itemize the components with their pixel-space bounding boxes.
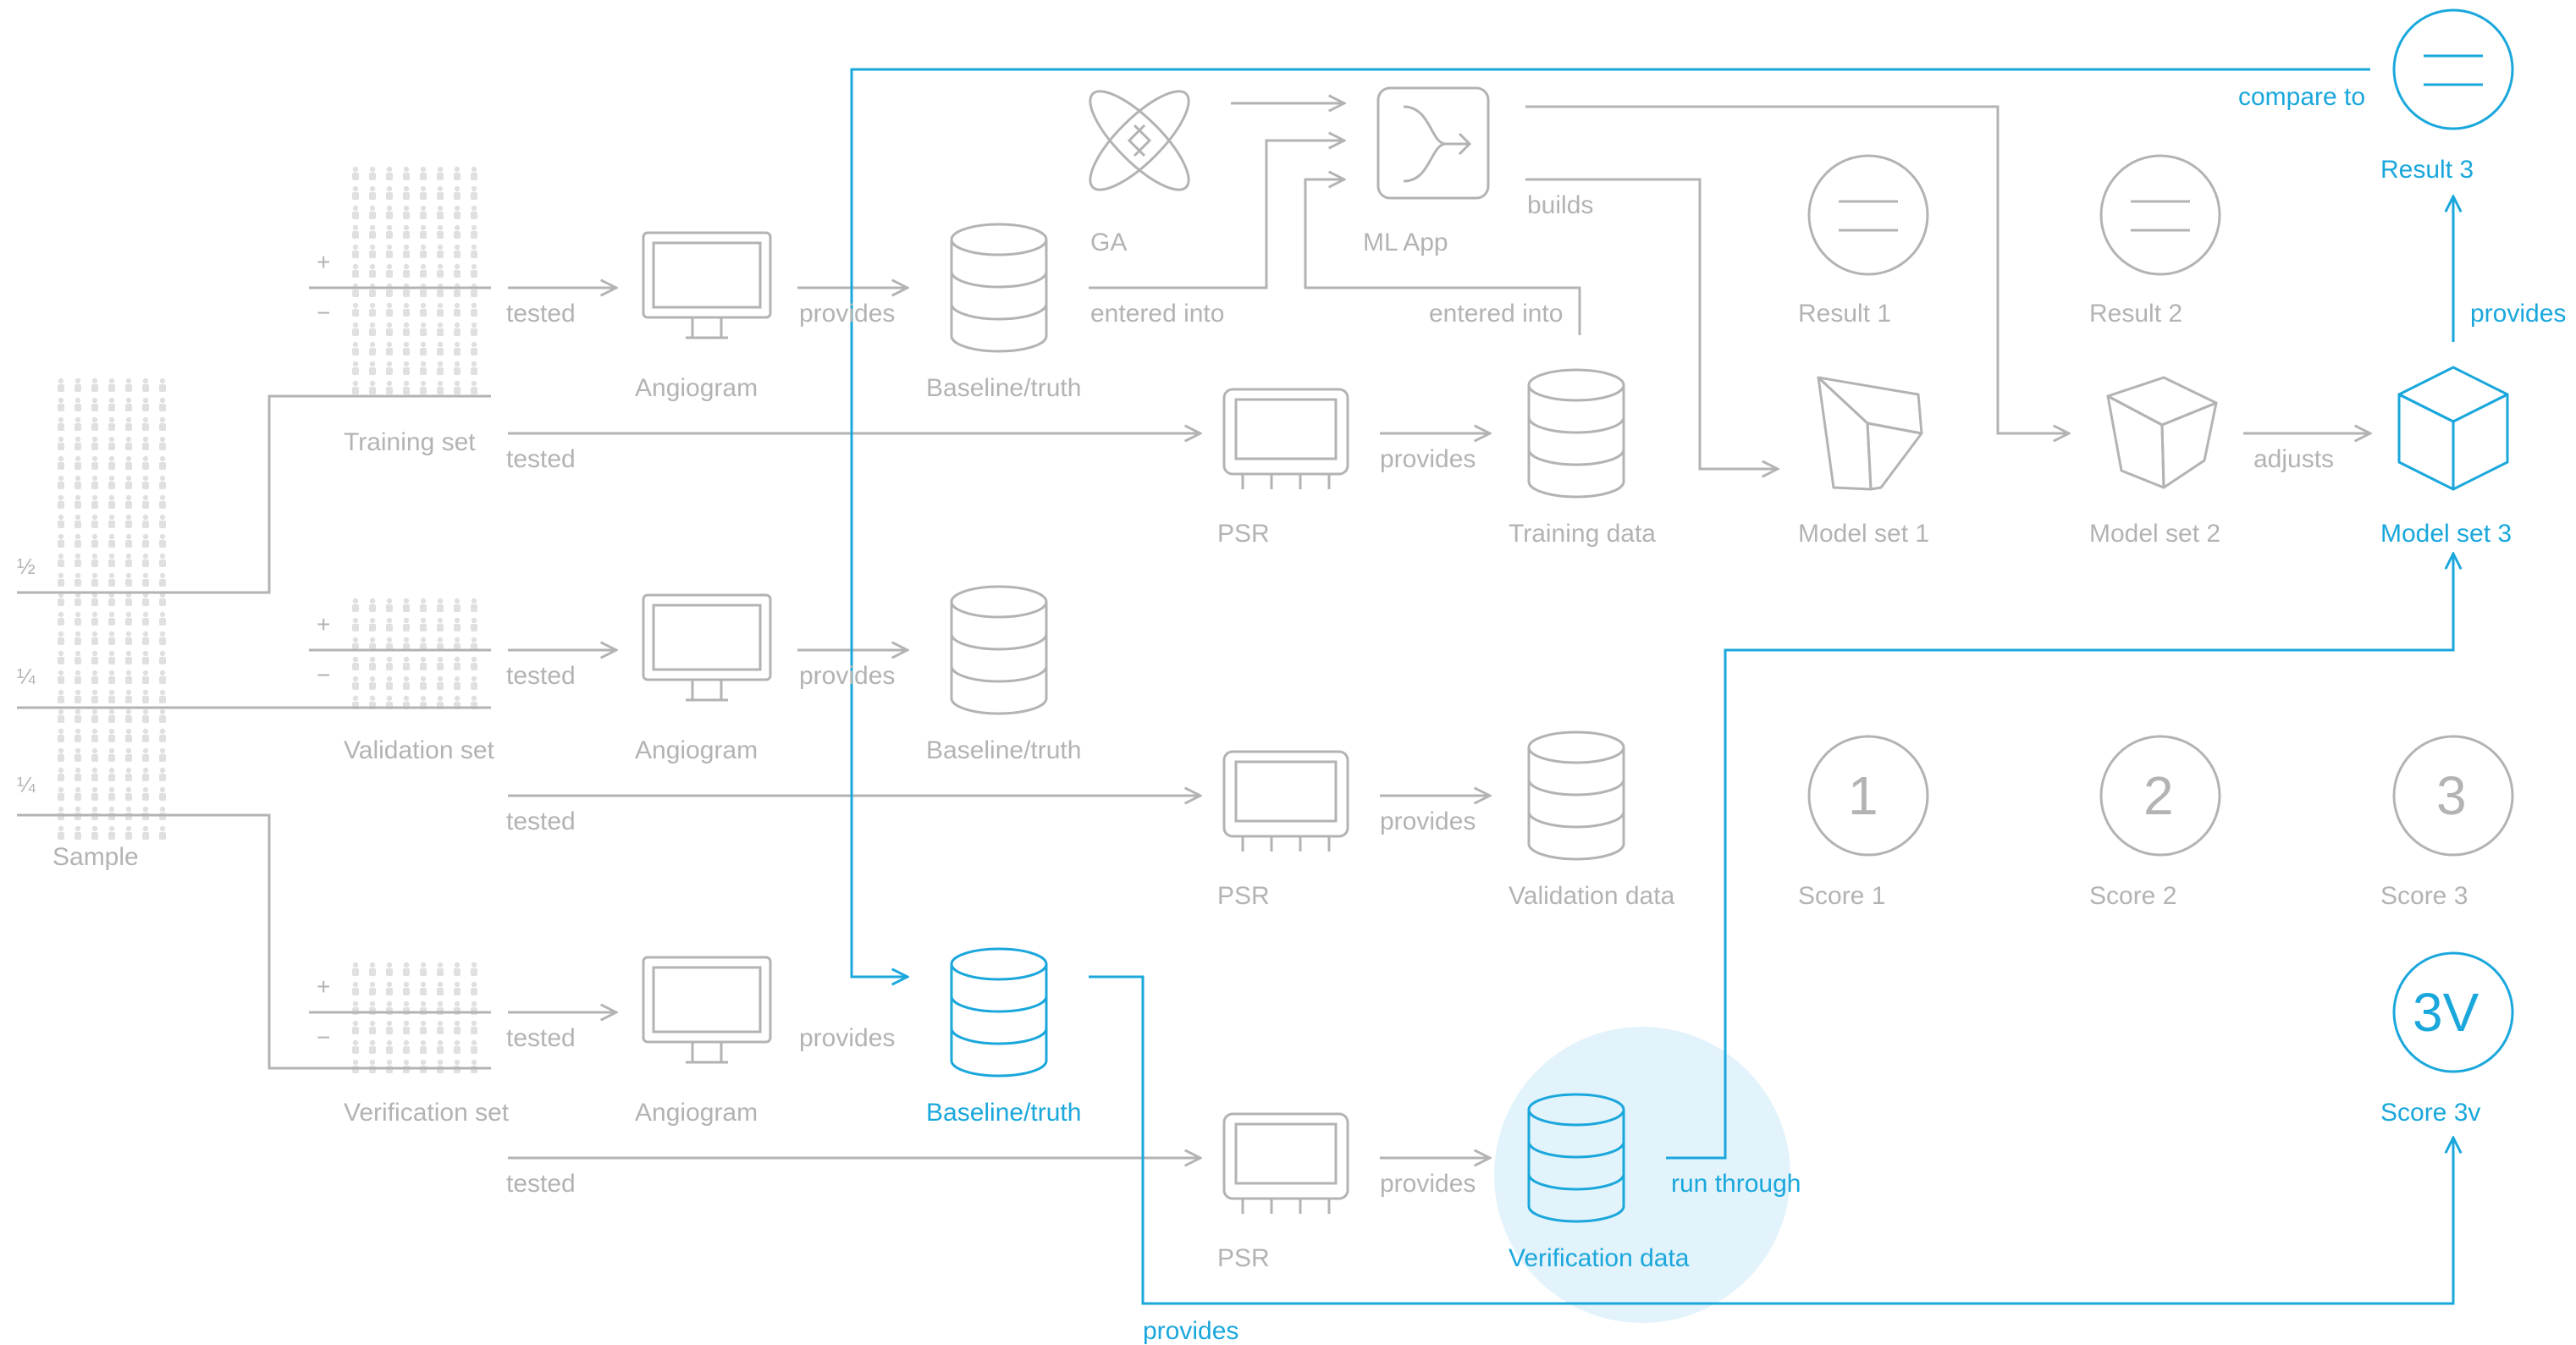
split-line-verification [17,813,491,1070]
gray-connectors [17,103,2370,1158]
score-3v-glyph: 3V [2413,982,2479,1043]
baseline-truth-label: Baseline/truth [926,374,1082,402]
edge-label-entered-into: entered into [1090,300,1225,328]
angiogram-label: Angiogram [635,736,758,764]
population-figures [58,166,477,1073]
model-set-2-label: Model set 2 [2089,520,2221,548]
edge-label-tested: tested [506,1170,576,1198]
edge-label-compare-to: compare to [2238,83,2366,111]
validation-set-label: Validation set [344,736,494,764]
edge-label-provides: provides [799,300,896,328]
score-circle-icon [2099,735,2221,857]
sample-label: Sample [52,843,139,871]
edge-label-provides: provides [1380,445,1476,473]
edge-label-tested: tested [506,1024,576,1052]
verification-set-label: Verification set [344,1099,510,1127]
verification-highlight-glow [1494,1027,1790,1323]
model-cube-icon [2397,366,2509,491]
minus-sign: − [317,662,331,688]
psr-device-icon [1222,388,1349,489]
result-equals-icon [2392,8,2514,130]
edge-label-tested: tested [506,300,576,328]
minus-sign: − [317,1024,331,1050]
training-set-label: Training set [344,428,476,456]
edge-label-provides: provides [1143,1317,1239,1345]
edge-label-provides: provides [799,662,896,690]
training-data-label: Training data [1509,520,1656,548]
split-line-training [17,394,491,594]
score-3-glyph: 3 [2436,765,2467,826]
database-icon [1527,1093,1625,1223]
edge-label-provides: provides [1380,1170,1476,1198]
plus-sign: + [317,611,331,637]
validation-data-label: Validation data [1509,882,1675,910]
minus-sign: − [317,300,331,326]
score-3-label: Score 3 [2380,882,2468,910]
psr-device-icon [1222,750,1349,852]
score-2-glyph: 2 [2143,765,2174,826]
ga-label: GA [1090,229,1128,256]
result-2-label: Result 2 [2089,300,2183,328]
score-circle-icon [2392,735,2514,857]
fraction-half: ½ [17,554,36,579]
psr-label: PSR [1217,520,1270,548]
score-3v-label: Score 3v [2380,1099,2481,1127]
score-circle-icon [1807,735,1929,857]
edge-label-adjusts: adjusts [2253,445,2335,473]
angiogram-label: Angiogram [635,1099,758,1127]
edge-label-tested: tested [506,445,576,473]
fraction-quarter: ¼ [17,772,36,797]
score-1-label: Score 1 [1798,882,1886,910]
edge-label-tested: tested [506,808,576,835]
edge-label-run-through: run through [1671,1170,1801,1198]
edge-label-builds: builds [1527,191,1594,219]
ml-app-label: ML App [1363,229,1448,256]
ga-orbit-icon [1089,90,1190,191]
score-2-label: Score 2 [2089,882,2177,910]
psr-label: PSR [1217,882,1270,910]
score-1-glyph: 1 [1848,765,1878,826]
database-icon [950,585,1048,715]
edge-label-tested: tested [506,662,576,690]
edge-label-entered-into: entered into [1429,300,1564,328]
database-icon [1527,368,1625,499]
psr-device-icon [1222,1112,1349,1214]
angiogram-monitor-icon [642,956,772,1064]
edge-label-provides: provides [2470,300,2567,328]
angiogram-monitor-icon [642,593,772,702]
fraction-quarter: ¼ [17,664,36,689]
angiogram-monitor-icon [642,231,772,339]
baseline-truth-label: Baseline/truth [926,1099,1082,1127]
database-icon [1527,730,1625,861]
edge-label-provides: provides [1380,808,1476,835]
edge-label-provides: provides [799,1024,896,1052]
result-equals-icon [1807,154,1929,276]
result-3-label: Result 3 [2380,156,2474,184]
model-polyhedron-icon [1817,376,1923,491]
psr-label: PSR [1217,1244,1270,1272]
score-circle-icon [2392,951,2514,1073]
baseline-truth-label: Baseline/truth [926,736,1082,764]
ml-app-merge-icon [1376,86,1490,200]
database-icon [950,947,1048,1078]
model-set-1-label: Model set 1 [1798,520,1930,548]
plus-sign: + [317,973,331,1000]
angiogram-label: Angiogram [635,374,758,402]
verification-data-label: Verification data [1509,1244,1690,1272]
model-set-3-label: Model set 3 [2380,520,2513,548]
blue-connectors [850,68,2453,1305]
model-polyhedron-icon [2106,376,2218,489]
plus-sign: + [317,249,331,275]
database-icon [950,223,1048,353]
result-equals-icon [2099,154,2221,276]
result-1-label: Result 1 [1798,300,1892,328]
